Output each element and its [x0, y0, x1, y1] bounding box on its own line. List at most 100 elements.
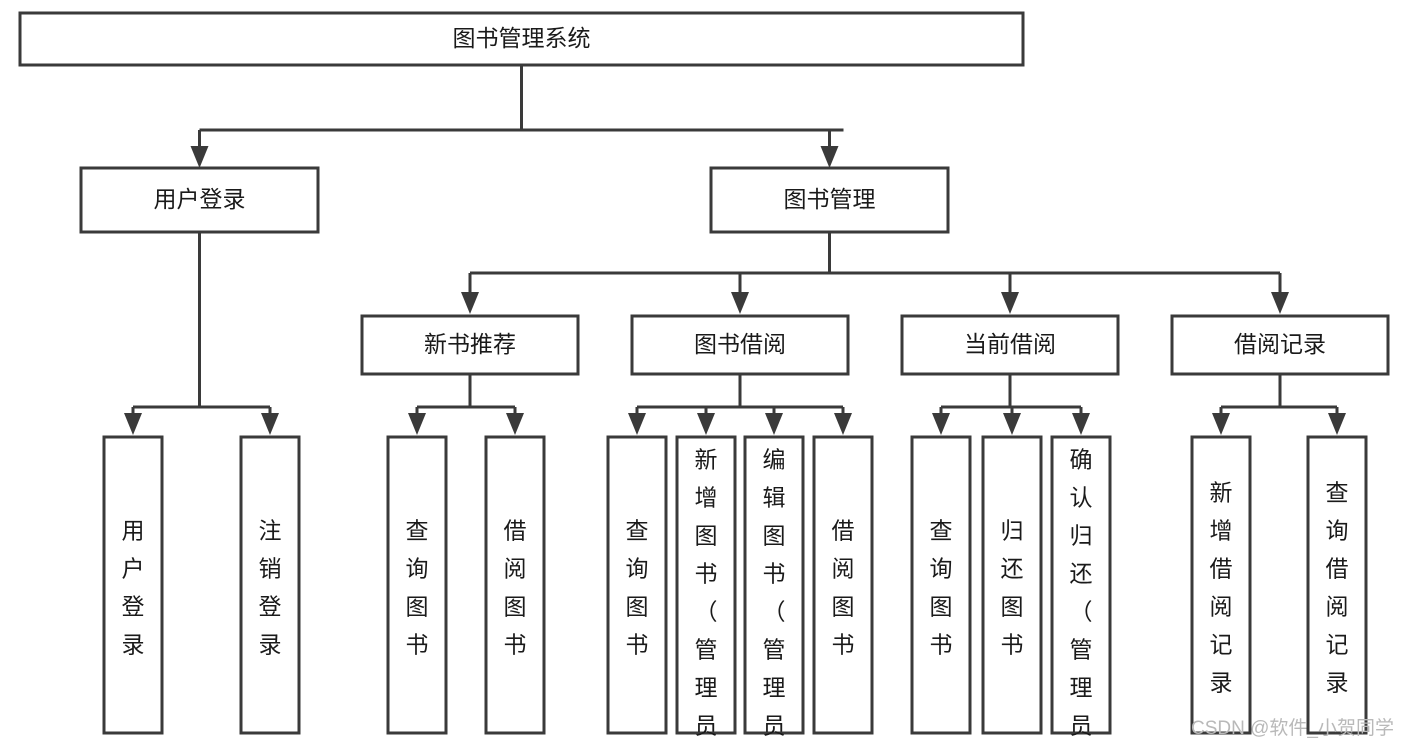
- leaf-add-record-box[interactable]: [1190, 435, 1252, 735]
- leaf-confirm-return-box[interactable]: [1050, 435, 1112, 735]
- node-new-book-rec-box[interactable]: [360, 314, 580, 376]
- arrowhead-leaf-add-book-admin: [697, 413, 715, 435]
- glyph: 管: [1070, 636, 1093, 662]
- glyph: 书: [832, 632, 855, 658]
- leaf-query-book-1[interactable]: 查询图书: [386, 435, 448, 735]
- glyph: 管: [763, 636, 786, 662]
- glyph: 图: [695, 522, 718, 548]
- node-root-box[interactable]: [18, 11, 1025, 67]
- node-user-login-box[interactable]: [79, 166, 320, 234]
- leaf-borrow-book-2[interactable]: 借阅图书: [812, 435, 874, 735]
- leaf-return-book[interactable]: 归还图书: [981, 435, 1043, 735]
- node-current-borrow-box[interactable]: [900, 314, 1120, 376]
- node-book-borrow[interactable]: 图书借阅: [630, 314, 850, 376]
- leaf-user-login[interactable]: 用户登录: [102, 435, 164, 735]
- leaf-query-book-3[interactable]: 查询图书: [910, 435, 972, 735]
- glyph: 注: [259, 518, 282, 544]
- arrowhead-leaf-return-book: [1003, 413, 1021, 435]
- glyph: 销: [259, 556, 282, 582]
- node-borrow-record-box[interactable]: [1170, 314, 1390, 376]
- glyph: 书: [406, 632, 429, 658]
- connector-group-current-borrow: [932, 374, 1090, 435]
- leaf-borrow-book-1-box[interactable]: [484, 435, 546, 735]
- glyph: 登: [122, 594, 145, 620]
- glyph: 归: [1001, 518, 1024, 544]
- leaf-borrow-book-2-box[interactable]: [812, 435, 874, 735]
- leaf-confirm-return[interactable]: 确认归还（管理员）: [1050, 435, 1112, 747]
- glyph: 借: [1326, 556, 1349, 582]
- leaf-query-record[interactable]: 查询借阅记录: [1306, 435, 1368, 735]
- glyph: 用: [122, 518, 145, 544]
- arrowhead-borrow-record: [1271, 292, 1289, 314]
- glyph: 阅: [832, 556, 855, 582]
- leaf-edit-book-admin[interactable]: 编辑图书（管理员）: [743, 435, 805, 747]
- glyph: 图: [832, 594, 855, 620]
- glyph: 书: [626, 632, 649, 658]
- leaf-borrow-book-1[interactable]: 借阅图书: [484, 435, 546, 735]
- node-root-label: 图书管理系统: [453, 25, 591, 51]
- node-borrow-record[interactable]: 借阅记录: [1170, 314, 1390, 376]
- leaf-borrow-book-1-label: 借阅图书: [504, 518, 527, 658]
- node-root[interactable]: 图书管理系统: [18, 11, 1025, 67]
- connector-group-book-borrow: [628, 374, 852, 435]
- node-current-borrow[interactable]: 当前借阅: [900, 314, 1120, 376]
- leaf-query-book-1-box[interactable]: [386, 435, 448, 735]
- connector-group-borrow-record: [1212, 374, 1346, 435]
- glyph: 询: [1326, 518, 1349, 544]
- node-user-login[interactable]: 用户登录: [79, 166, 320, 234]
- glyph: 阅: [1326, 594, 1349, 620]
- leaf-confirm-return-label: 确认归还（管理员）: [1070, 446, 1093, 747]
- leaf-return-book-box[interactable]: [981, 435, 1043, 735]
- node-book-manage-box[interactable]: [709, 166, 950, 234]
- leaf-add-book-admin[interactable]: 新增图书（管理员）: [675, 435, 737, 747]
- glyph: 书: [504, 632, 527, 658]
- glyph: 书: [1001, 632, 1024, 658]
- leaf-query-book-1-label: 查询图书: [406, 518, 429, 658]
- glyph: 图: [930, 594, 953, 620]
- node-book-manage[interactable]: 图书管理: [709, 166, 950, 234]
- glyph: 新: [695, 446, 718, 472]
- glyph: 登: [259, 594, 282, 620]
- node-new-book-rec[interactable]: 新书推荐: [360, 314, 580, 376]
- arrowhead-book-manage: [820, 146, 839, 168]
- glyph: 图: [1001, 594, 1024, 620]
- csdn-watermark: CSDN @软件_小贺同学: [1191, 717, 1394, 739]
- arrowhead-leaf-add-record: [1212, 413, 1230, 435]
- node-book-manage-label: 图书管理: [784, 186, 876, 212]
- glyph: 还: [1070, 560, 1093, 586]
- glyph: 图: [763, 522, 786, 548]
- leaf-edit-book-admin-label: 编辑图书（管理员）: [763, 446, 786, 747]
- leaf-logout[interactable]: 注销登录: [239, 435, 301, 735]
- glyph: 查: [1326, 480, 1349, 506]
- leaf-query-book-3-box[interactable]: [910, 435, 972, 735]
- node-book-borrow-box[interactable]: [630, 314, 850, 376]
- glyph: 询: [626, 556, 649, 582]
- glyph: 书: [930, 632, 953, 658]
- glyph: 员: [1070, 712, 1093, 738]
- arrowhead-leaf-query-book-2: [628, 413, 646, 435]
- leaf-query-book-2[interactable]: 查询图书: [606, 435, 668, 735]
- glyph: 员: [695, 712, 718, 738]
- leaf-logout-box[interactable]: [239, 435, 301, 735]
- leaf-node-layer: 用户登录注销登录查询图书借阅图书查询图书新增图书（管理员）编辑图书（管理员）借阅…: [102, 435, 1368, 747]
- leaf-user-login-box[interactable]: [102, 435, 164, 735]
- node-current-borrow-label: 当前借阅: [964, 331, 1056, 357]
- leaf-add-record[interactable]: 新增借阅记录: [1190, 435, 1252, 735]
- glyph: 增: [1210, 518, 1233, 544]
- leaf-logout-label: 注销登录: [259, 518, 282, 658]
- leaf-add-record-label: 新增借阅记录: [1210, 480, 1233, 696]
- leaf-query-book-2-box[interactable]: [606, 435, 668, 735]
- leaf-borrow-book-2-label: 借阅图书: [832, 518, 855, 658]
- glyph: 图: [626, 594, 649, 620]
- leaf-edit-book-admin-box[interactable]: [743, 435, 805, 735]
- glyph: 查: [406, 518, 429, 544]
- arrowhead-leaf-edit-book-admin: [765, 413, 783, 435]
- leaf-add-book-admin-label: 新增图书（管理员）: [695, 446, 718, 747]
- leaf-add-book-admin-box[interactable]: [675, 435, 737, 735]
- leaf-query-record-box[interactable]: [1306, 435, 1368, 735]
- glyph: 书: [763, 560, 786, 586]
- glyph: 记: [1210, 632, 1233, 658]
- node-new-book-rec-label: 新书推荐: [424, 331, 516, 357]
